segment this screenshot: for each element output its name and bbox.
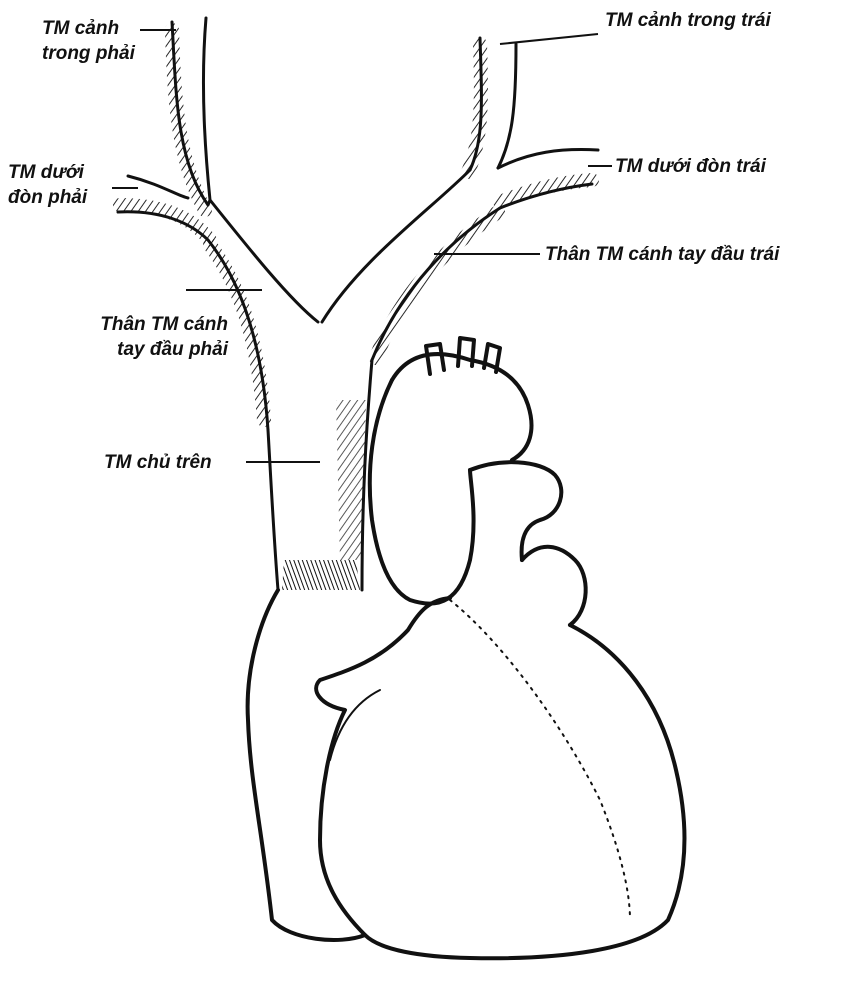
venous-tree [118, 18, 598, 590]
heart [248, 338, 685, 958]
aortic-branch-1 [426, 344, 444, 374]
left-auricle [522, 547, 586, 625]
label-left-internal-jugular: TM cảnh trong trái [605, 8, 771, 33]
label-left-brachiocephalic: Thân TM cánh tay đầu trái [545, 242, 779, 267]
leader-lines [112, 30, 612, 462]
label-left-subclavian: TM dưới đòn trái [615, 154, 766, 179]
aortic-branch-2 [458, 338, 474, 366]
label-right-brachiocephalic: Thân TM cánh tay đầu phải [48, 312, 228, 362]
right-atrium [248, 590, 450, 940]
label-right-internal-jugular: TM cảnh trong phải [42, 16, 135, 66]
label-right-subclavian: TM dưới đòn phải [8, 160, 87, 210]
aortic-arch [392, 354, 531, 460]
left-brachiocephalic-trunk [322, 170, 500, 360]
ventricles [365, 380, 684, 958]
label-superior-vena-cava: TM chủ trên [104, 450, 212, 475]
leader-left-internal-jugular [500, 34, 598, 44]
